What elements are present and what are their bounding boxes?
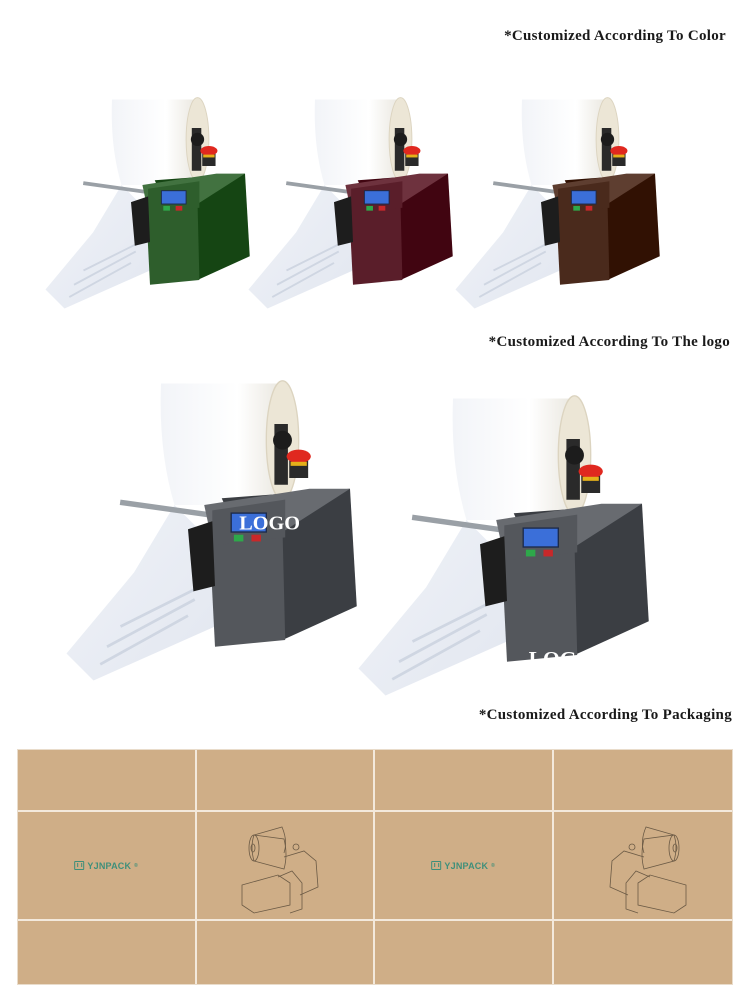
start-button: [573, 205, 580, 211]
brand-mark-icon: [74, 861, 85, 870]
machine-burgundy: [248, 90, 458, 314]
lcd-screen: [363, 190, 390, 205]
box-panel: [18, 921, 197, 984]
lcd-screen: [230, 512, 267, 533]
emergency-stop-button: [403, 146, 421, 156]
machine-body: [556, 202, 610, 285]
caption-packaging: *Customized According To Packaging: [478, 707, 732, 723]
film-roll: [111, 99, 203, 185]
stop-button: [585, 205, 593, 211]
start-button: [366, 205, 373, 211]
film-roll: [521, 99, 613, 185]
start-button: [525, 549, 536, 557]
machine-logo-on-front: LOGO: [358, 385, 656, 701]
box-panel: [553, 750, 732, 812]
machine-body: [209, 529, 286, 647]
machine-body: [146, 202, 200, 285]
brand-logo: YJNPACK®: [74, 861, 138, 871]
registered-mark: ®: [491, 862, 496, 869]
air-cushion-film: [66, 505, 215, 681]
stop-button: [175, 205, 183, 211]
machine-green: [45, 90, 255, 314]
brand-logo: YJNPACK®: [431, 861, 495, 871]
packaging-box: YJNPACK® YJNPACK®: [17, 749, 733, 985]
box-panel: [554, 921, 733, 984]
film-roll: [160, 383, 290, 505]
stop-button: [543, 549, 553, 557]
box-panel: [18, 750, 197, 812]
emergency-stop-button: [610, 146, 628, 156]
caption-color: *Customized According To Color: [504, 28, 726, 44]
air-cushion-film: [358, 520, 507, 696]
machine-sketch-icon: [609, 826, 687, 913]
air-cushion-film: [248, 185, 353, 309]
machine-body: [501, 544, 578, 662]
lcd-screen: [522, 527, 559, 548]
box-panel-brand: YJNPACK®: [18, 812, 197, 921]
start-button: [233, 534, 244, 542]
air-cushion-film: [455, 185, 560, 309]
machine-sketch-icon: [241, 826, 319, 913]
stop-button: [378, 205, 386, 211]
registered-mark: ®: [134, 862, 139, 869]
machine-brown: [455, 90, 665, 314]
box-panel: [375, 921, 554, 984]
box-panel-sketch: [196, 812, 375, 921]
logo-text: LOGO: [529, 647, 594, 671]
box-panel: [196, 750, 375, 812]
brand-text: YJNPACK: [444, 860, 489, 871]
logo-text: LOGO: [239, 512, 300, 534]
emergency-stop-button: [286, 449, 311, 464]
machine-body: [349, 202, 403, 285]
caption-logo: *Customized According To The logo: [488, 334, 730, 350]
film-roll: [314, 99, 406, 185]
lcd-screen: [570, 190, 597, 205]
lcd-screen: [160, 190, 187, 205]
film-roll: [452, 398, 582, 520]
box-panel-sketch: [553, 812, 732, 921]
stop-button: [251, 534, 261, 542]
box-panel: [197, 921, 375, 984]
box-panel: [375, 750, 554, 812]
brand-mark-icon: [431, 861, 442, 870]
machine-logo-on-panel: LOGO: [66, 370, 364, 686]
emergency-stop-button: [578, 464, 603, 479]
box-panel-brand: YJNPACK®: [375, 812, 554, 921]
start-button: [163, 205, 170, 211]
air-cushion-film: [45, 185, 150, 309]
emergency-stop-button: [200, 146, 218, 156]
brand-text: YJNPACK: [87, 860, 132, 871]
